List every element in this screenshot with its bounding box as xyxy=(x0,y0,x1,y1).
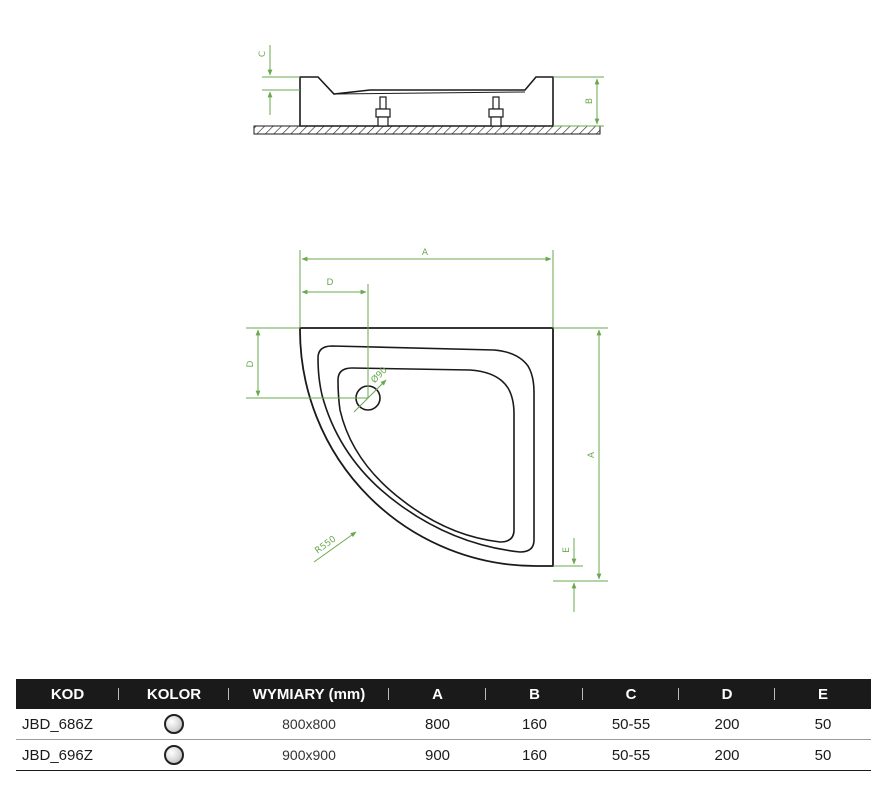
floor-hatch xyxy=(253,125,601,135)
label-a-top: A xyxy=(422,248,429,258)
cell-b: 160 xyxy=(486,709,583,740)
header-c: C xyxy=(583,679,679,709)
table-header-row: KOD KOLOR WYMIARY (mm) A B C D E xyxy=(16,679,871,709)
leg-left xyxy=(375,96,391,127)
top-view: A D D A E xyxy=(246,248,608,612)
table-row: JBD_696Z 900x900 900 160 50-55 200 50 xyxy=(16,739,871,771)
dimension-d-top xyxy=(301,284,369,398)
tray-basin-inner xyxy=(337,367,515,543)
cell-d: 200 xyxy=(679,739,775,771)
dimension-b xyxy=(553,76,604,127)
tray-basin-outer xyxy=(317,345,535,553)
tray-outline xyxy=(299,327,554,567)
header-d: D xyxy=(679,679,775,709)
header-kolor: KOLOR xyxy=(119,679,229,709)
cell-code: JBD_686Z xyxy=(16,709,119,740)
label-d-left: D xyxy=(246,360,256,367)
label-b: B xyxy=(585,98,595,104)
dimension-e xyxy=(553,538,583,612)
cell-d: 200 xyxy=(679,709,775,740)
cell-color xyxy=(119,739,229,771)
tray-profile xyxy=(299,76,554,127)
cell-code: JBD_696Z xyxy=(16,739,119,771)
label-e: E xyxy=(562,547,572,553)
dimension-c xyxy=(262,45,300,115)
cell-e: 50 xyxy=(775,709,871,740)
header-a: A xyxy=(389,679,486,709)
dimension-a-top xyxy=(299,250,554,328)
label-d-top: D xyxy=(327,278,334,288)
cell-color xyxy=(119,709,229,740)
white-circle-swatch-icon xyxy=(164,714,184,734)
white-circle-swatch-icon xyxy=(164,745,184,765)
table-row: JBD_686Z 800x800 800 160 50-55 200 50 xyxy=(16,709,871,740)
label-a-right: A xyxy=(587,451,597,458)
dimension-radius xyxy=(313,531,357,563)
dimension-d-left xyxy=(246,327,368,399)
cell-size: 800x800 xyxy=(229,709,389,740)
technical-drawing: C B A D D xyxy=(246,45,608,612)
cell-size: 900x900 xyxy=(229,739,389,771)
leg-right xyxy=(488,96,504,127)
header-kod: KOD xyxy=(16,679,119,709)
cell-a: 800 xyxy=(389,709,486,740)
cell-c: 50-55 xyxy=(583,709,679,740)
cell-a: 900 xyxy=(389,739,486,771)
cell-c: 50-55 xyxy=(583,739,679,771)
header-wymiary: WYMIARY (mm) xyxy=(229,679,389,709)
header-b: B xyxy=(486,679,583,709)
dimension-drain xyxy=(353,379,387,413)
cell-e: 50 xyxy=(775,739,871,771)
cell-b: 160 xyxy=(486,739,583,771)
spec-table: KOD KOLOR WYMIARY (mm) A B C D E JBD_686… xyxy=(16,679,871,771)
dimension-a-right xyxy=(553,327,608,582)
label-c: C xyxy=(258,51,268,57)
side-view: C B xyxy=(253,45,604,135)
header-e: E xyxy=(775,679,871,709)
